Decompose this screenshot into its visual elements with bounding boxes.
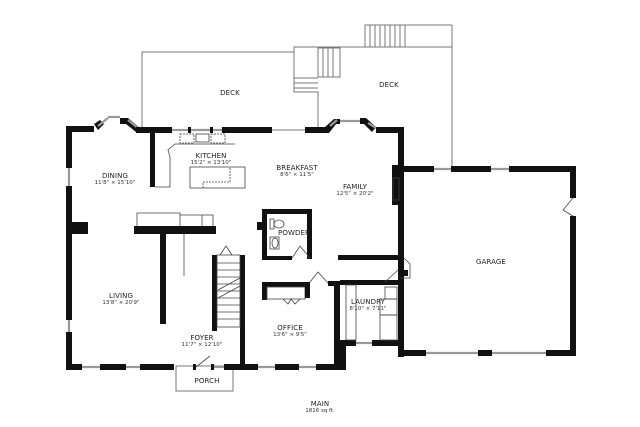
room-powder: POWDER [278,229,310,237]
room-name: OFFICE [277,324,303,332]
room-name: PORCH [194,377,220,385]
room-name: LAUNDRY [351,298,385,306]
room-laundry: LAUNDRY 8'10" × 7'11" [349,298,386,313]
room-name: BREAKFAST [276,164,318,172]
deck-outlines [141,24,453,168]
garage-walls [392,166,576,356]
floor-level: MAIN [310,400,330,408]
room-deck-right: DECK [379,81,399,89]
floor-summary: MAIN 1816 sq ft. [305,400,335,415]
room-dimensions: 11'8" × 15'10" [94,180,136,186]
room-name: GARAGE [476,258,506,266]
room-kitchen: KITCHEN 15'2" × 13'10" [191,152,232,167]
room-foyer: FOYER 11'7" × 12'10" [182,334,223,349]
interior-walls [134,133,404,369]
room-porch: PORCH [195,377,220,385]
exterior-walls [66,115,404,370]
room-family: FAMILY 12'5" × 20'2" [336,183,373,198]
room-name: DECK [379,81,399,89]
room-office: OFFICE 13'6" × 9'5" [273,324,307,339]
room-garage: GARAGE [476,258,506,266]
room-dimensions: 8'6" × 11'5" [280,172,314,178]
room-dimensions: 15'2" × 13'10" [190,160,232,166]
room-name: LIVING [108,292,134,300]
porch-outline [175,365,234,392]
room-dining: DINING 11'8" × 15'10" [95,172,136,187]
room-deck-left: DECK [220,89,240,97]
room-breakfast: BREAKFAST 8'6" × 11'5" [276,164,317,179]
room-dimensions: 11'7" × 12'10" [181,342,223,348]
room-dimensions: 12'5" × 20'2" [336,191,374,197]
room-dimensions: 13'6" × 9'5" [273,332,307,338]
room-living: LIVING 13'8" × 20'9" [102,292,139,307]
room-name: DECK [220,89,240,97]
room-name: FOYER [190,334,214,342]
room-dimensions: 8'10" × 7'11" [349,306,387,312]
room-name: FAMILY [342,183,368,191]
floor-area: 1816 sq ft. [305,408,335,414]
room-name: DINING [101,172,129,180]
room-dimensions: 13'8" × 20'9" [102,300,140,306]
room-name: POWDER [278,229,310,237]
room-name: KITCHEN [195,152,227,160]
